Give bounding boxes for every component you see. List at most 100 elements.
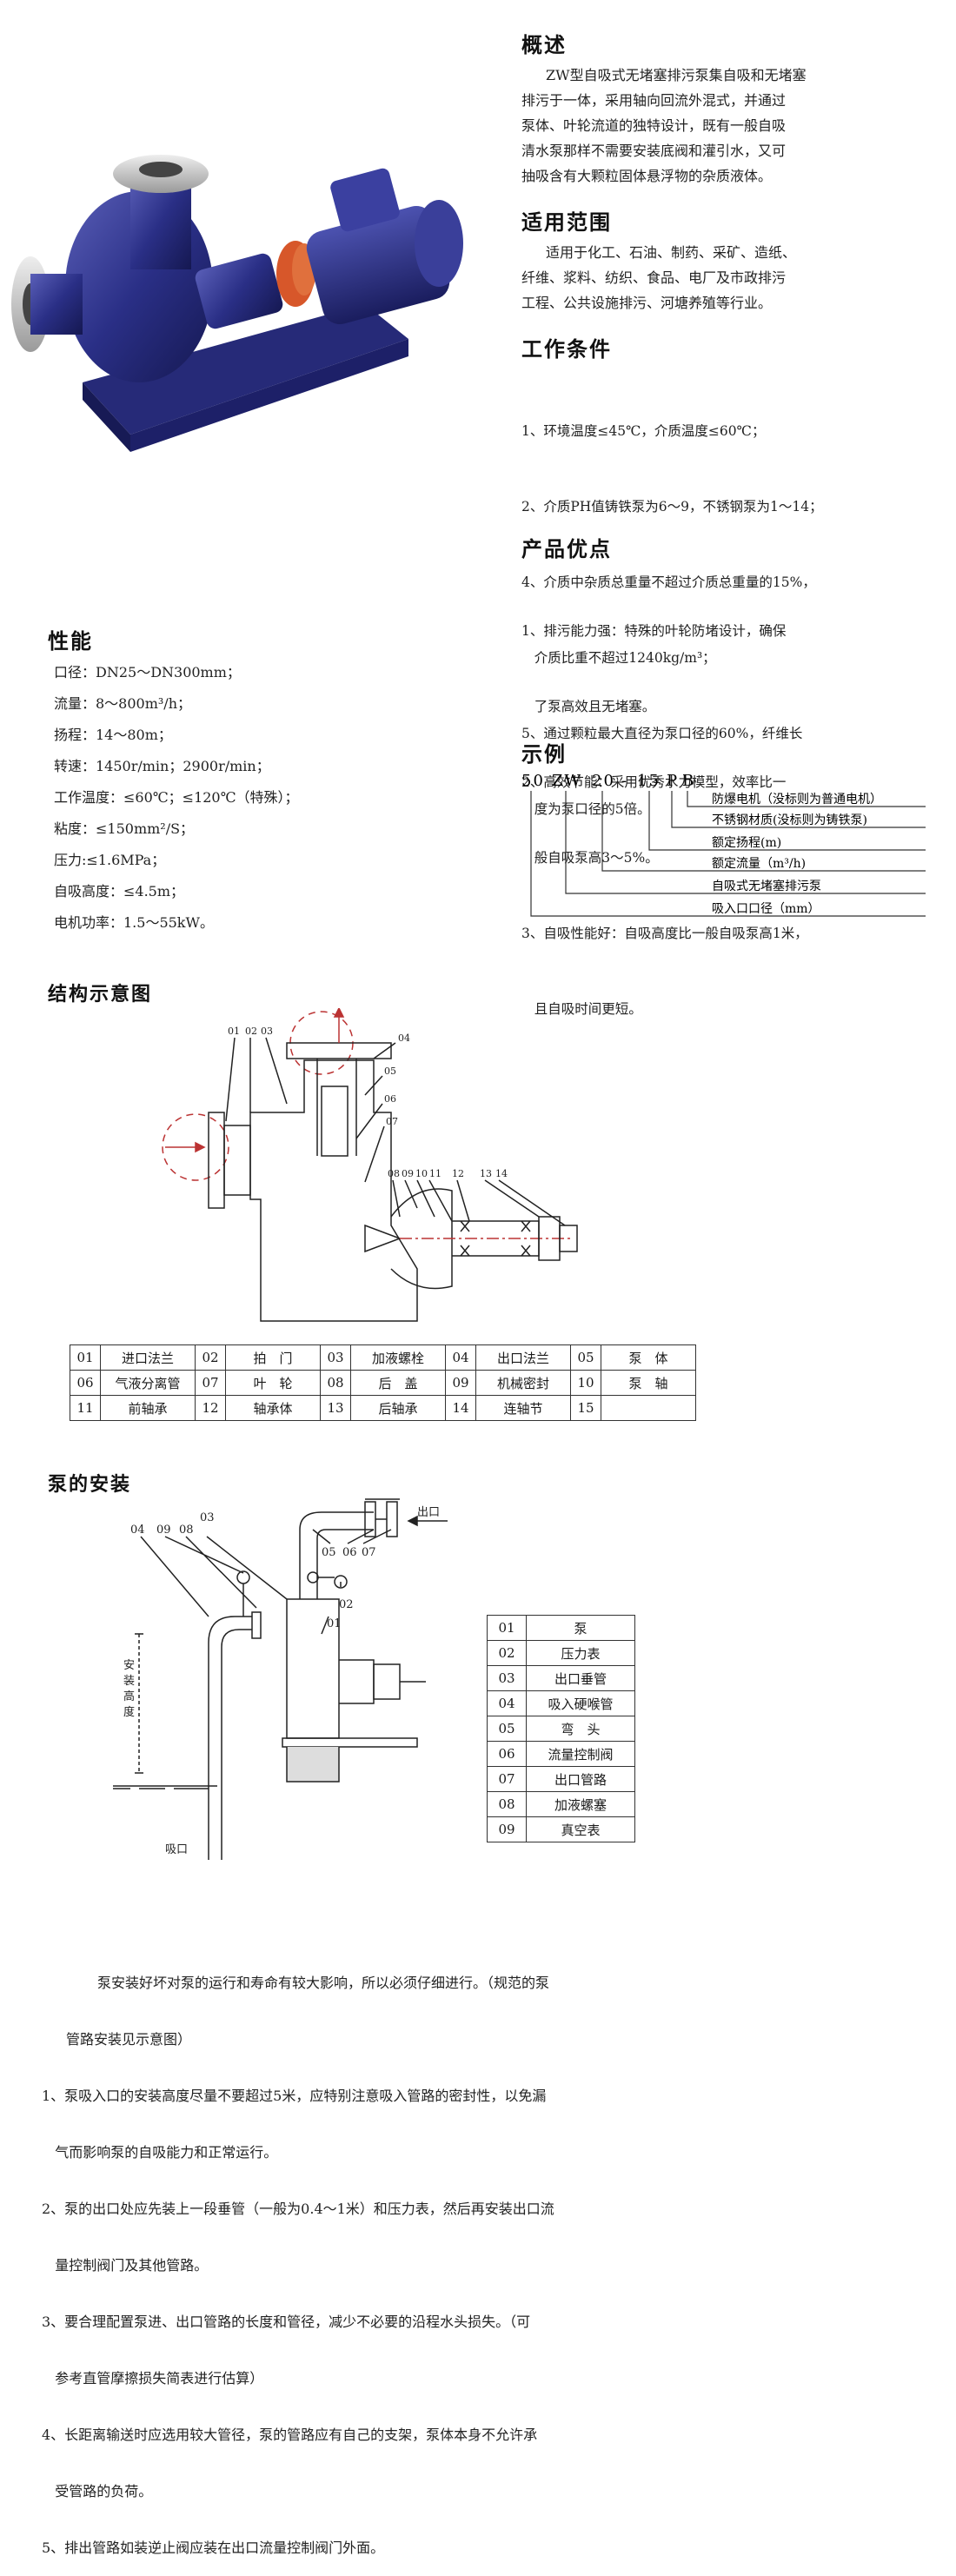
part-name: 泵 轴 [601, 1370, 696, 1396]
part-no: 14 [445, 1395, 476, 1421]
code-part: - [621, 772, 628, 790]
part-name: 轴承体 [225, 1395, 321, 1421]
part-name: 拍 门 [225, 1344, 321, 1371]
part-no: 09 [487, 1816, 527, 1842]
parts-row: 11 前轴承 12 轴承体 13 后轴承 14 连轴节 15 [70, 1395, 696, 1421]
callout-04: 04 [130, 1524, 145, 1537]
part-no: 07 [487, 1766, 527, 1792]
part-name: 气液分离管 [100, 1370, 196, 1396]
example-label: 额定扬程(m) [712, 836, 781, 850]
code-part: 50 [521, 772, 545, 790]
part-name: 泵 [526, 1615, 635, 1641]
scope-line: 适用于化工、石油、制药、采矿、造纸、 [546, 244, 797, 261]
conditions-line: 2、介质PH值铸铁泵为6～9，不锈钢泵为1～14； [521, 499, 823, 515]
installation-drawing: 出口 吸口 安 装 高 度 04 09 08 03 05 06 07 02 01 [113, 1498, 448, 1860]
callout-01: 01 [327, 1617, 342, 1630]
example-label: 自吸式无堵塞排污泵 [712, 879, 821, 893]
part-no: 10 [570, 1370, 601, 1396]
overview-title: 概述 [521, 33, 567, 57]
part-no: 09 [445, 1370, 476, 1396]
callout-05: 05 [384, 1066, 396, 1077]
part-name: 前轴承 [100, 1395, 196, 1421]
conditions-line: 1、环境温度≤45℃，介质温度≤60℃； [521, 423, 766, 439]
note-line: 3、要合理配置泵进、出口管路的长度和管径，减少不必要的沿程水头损失。（可 [42, 2314, 531, 2330]
advantages-line: 且自吸时间更短。 [521, 1001, 642, 1017]
callout-05: 05 [322, 1546, 336, 1559]
outlet-label: 出口 [417, 1506, 440, 1519]
callout-06: 06 [384, 1093, 396, 1105]
callout-02: 02 [339, 1598, 354, 1611]
part-name: 出口法兰 [475, 1344, 571, 1371]
example-diagram: 50 ZW 20 - 15 P B 防爆电机（没标则为普通电机） 不锈钢材质(没… [517, 770, 934, 961]
note-line: 1、泵吸入口的安装高度尽量不要超过5米，应特别注意吸入管路的密封性，以免漏 [42, 2088, 547, 2104]
scope-line: 工程、公共设施排污、河塘养殖等行业。 [521, 295, 773, 311]
installation-diagram: 出口 吸口 安 装 高 度 04 09 08 03 05 06 07 02 01 [113, 1495, 487, 1869]
performance-row: 工作温度：≤60℃；≤120℃（特殊）； [54, 789, 299, 806]
inlet-label: 吸口 [165, 1843, 188, 1856]
note-line: 参考直管摩擦损失简表进行估算） [42, 2370, 264, 2387]
part-no: 02 [487, 1640, 527, 1666]
overview-line: 抽吸含有大颗粒固体悬浮物的杂质液体。 [521, 168, 773, 184]
callout-09: 09 [156, 1524, 171, 1537]
part-name: 加液螺塞 [526, 1791, 635, 1817]
callout-07: 07 [362, 1546, 376, 1559]
part-name: 泵 体 [601, 1344, 696, 1371]
performance-row: 电机功率：1.5～55kW。 [54, 914, 214, 931]
code-part: 15 [637, 772, 661, 790]
overview-text: ZW型自吸式无堵塞排污泵集自吸和无堵塞 排污于一体，采用轴向回流外混式，并通过 … [521, 63, 939, 189]
part-name: 后轴承 [350, 1395, 446, 1421]
callout-07: 07 [386, 1116, 398, 1127]
callout-03: 03 [200, 1511, 215, 1524]
callout-03: 03 [261, 1026, 273, 1037]
part-name: 弯 头 [526, 1716, 635, 1742]
callout-12: 12 [452, 1168, 464, 1179]
note-line: 5、排出管路如装逆止阀应装在出口流量控制阀门外面。 [42, 2539, 385, 2556]
part-name: 真空表 [526, 1816, 635, 1842]
overview-line: ZW型自吸式无堵塞排污泵集自吸和无堵塞 [546, 67, 807, 83]
part-no: 03 [487, 1665, 527, 1691]
height-label: 安 [123, 1659, 135, 1672]
performance-row: 口径：DN25～DN300mm； [54, 664, 241, 681]
part-no: 03 [320, 1344, 351, 1371]
callout-13: 13 [480, 1168, 492, 1179]
performance-row: 扬程：14～80m； [54, 727, 172, 743]
callout-08: 08 [388, 1168, 400, 1179]
note-line: 受管路的负荷。 [42, 2483, 153, 2500]
overview-line: 排污于一体，采用轴向回流外混式，并通过 [521, 92, 787, 109]
part-name: 连轴节 [475, 1395, 571, 1421]
example-label: 吸入口口径（mm） [712, 902, 820, 916]
part-no: 04 [487, 1690, 527, 1716]
callout-04: 04 [398, 1032, 410, 1044]
conditions-line: 4、介质中杂质总重量不超过介质总重量的15%， [521, 574, 816, 590]
part-name: 流量控制阀 [526, 1741, 635, 1767]
height-label: 度 [123, 1705, 135, 1719]
callout-08: 08 [179, 1524, 194, 1537]
overview-line: 泵体、叶轮流道的独特设计，既有一般自吸 [521, 117, 787, 134]
part-no: 01 [70, 1344, 101, 1371]
part-no: 05 [570, 1344, 601, 1371]
callout-10: 10 [415, 1168, 428, 1179]
callout-11: 11 [429, 1168, 441, 1179]
part-no: 04 [445, 1344, 476, 1371]
scope-text: 适用于化工、石油、制药、采矿、造纸、 纤维、浆料、纺织、食品、电厂及市政排污 工… [521, 240, 939, 315]
part-no: 05 [487, 1716, 527, 1742]
part-name: 进口法兰 [100, 1344, 196, 1371]
performance-row: 转速：1450r/min；2900r/min； [54, 758, 270, 774]
example-code-diagram: 50 ZW 20 - 15 P B 防爆电机（没标则为普通电机） 不锈钢材质(没… [521, 772, 926, 917]
conditions-line: 度为泵口径的5倍。 [521, 801, 651, 817]
part-name: 压力表 [526, 1640, 635, 1666]
note-line: 泵安装好坏对泵的运行和寿命有较大影响，所以必须仔细进行。（规范的泵 [97, 1975, 550, 1991]
pump-section-drawing: 01 02 03 04 05 06 07 08 09 10 11 12 13 1… [162, 1006, 578, 1322]
part-no: 15 [570, 1395, 601, 1421]
callout-06: 06 [342, 1546, 357, 1559]
callout-02: 02 [245, 1026, 257, 1037]
